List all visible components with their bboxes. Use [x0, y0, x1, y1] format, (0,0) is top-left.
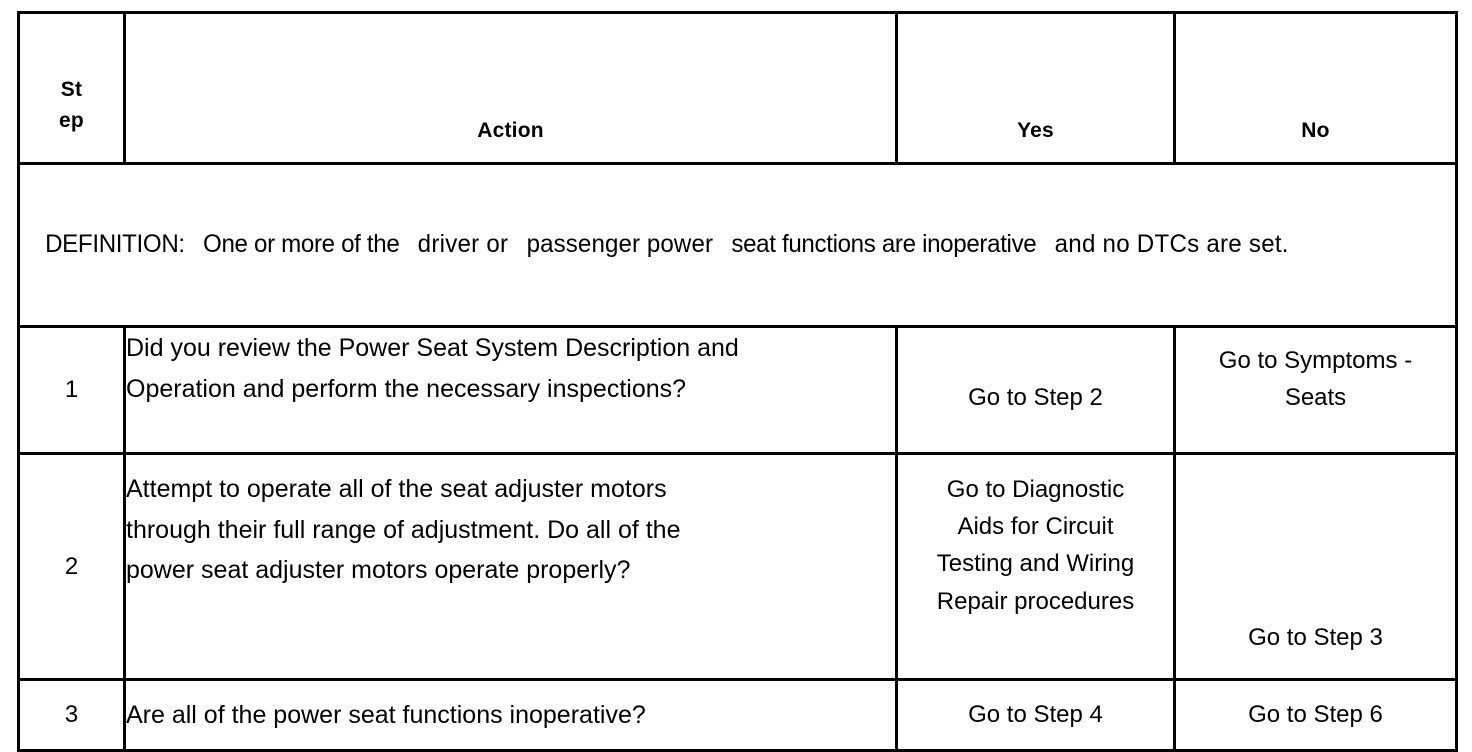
row-yes-line: Aids for Circuit — [957, 513, 1114, 541]
row-no-line: Go to Step 6 — [1248, 701, 1383, 729]
definition-cell: DEFINITION: One or more of the driver or… — [17, 162, 1458, 328]
row-step-number: 2 — [17, 452, 126, 681]
row-action-line: through their full range of adjustment. … — [126, 515, 681, 544]
row-yes-line: Go to Step 2 — [968, 384, 1103, 412]
column-header-action-label: Action — [477, 118, 544, 142]
table-row: 1 Did you review the Power Seat System D… — [17, 325, 1458, 455]
column-header-no-label: No — [1301, 118, 1330, 142]
row-action-line: Are all of the power seat functions inop… — [126, 700, 646, 729]
row-action-text: Attempt to operate all of the seat adjus… — [123, 452, 898, 681]
row-no-line: Go to Step 3 — [1248, 623, 1383, 651]
row-yes-branch: Go to Step 4 — [895, 678, 1176, 752]
definition-segment-4: seat functions are inoperative — [731, 230, 1037, 259]
row-no-branch: Go to Step 6 — [1173, 678, 1458, 752]
row-action-text: Did you review the Power Seat System Des… — [123, 325, 898, 455]
column-header-yes: Yes — [895, 11, 1176, 165]
table-header-row: St ep Action Yes No — [17, 11, 1458, 165]
column-header-yes-label: Yes — [1017, 118, 1054, 142]
row-yes-line: Testing and Wiring — [936, 550, 1135, 578]
column-header-step: St ep — [17, 11, 126, 165]
row-yes-line: Go to Step 4 — [968, 701, 1103, 729]
row-action-line: Operation and perform the necessary insp… — [126, 374, 687, 403]
definition-segment-5: and no DTCs are set. — [1054, 230, 1289, 259]
table-row: 3 Are all of the power seat functions in… — [17, 678, 1458, 752]
row-yes-line: Go to Diagnostic — [946, 476, 1125, 503]
definition-segment-3: passenger power — [526, 230, 714, 259]
row-action-line: Attempt to operate all of the seat adjus… — [126, 475, 667, 503]
row-action-line: Did you review the Power Seat System Des… — [126, 334, 739, 362]
row-no-line: Seats — [1284, 384, 1347, 412]
row-no-line: Go to Symptoms - — [1218, 347, 1413, 374]
table-row: 2 Attempt to operate all of the seat adj… — [17, 452, 1458, 681]
row-yes-line: Repair procedures — [936, 587, 1135, 615]
column-header-step-line2: ep — [59, 108, 84, 132]
row-yes-branch: Go to Step 2 — [895, 325, 1176, 455]
definition-label: DEFINITION: — [45, 230, 185, 259]
row-action-line: power seat adjuster motors operate prope… — [126, 556, 631, 584]
definition-row: DEFINITION: One or more of the driver or… — [17, 162, 1458, 328]
column-header-no: No — [1173, 11, 1458, 165]
row-step-number: 1 — [17, 325, 126, 455]
row-no-branch: Go to Step 3 — [1173, 452, 1458, 681]
column-header-step-line1: St — [60, 78, 83, 102]
column-header-action: Action — [123, 11, 898, 165]
row-no-branch: Go to Symptoms - Seats — [1173, 325, 1458, 455]
definition-text: DEFINITION: One or more of the driver or… — [20, 229, 1405, 260]
row-step-number: 3 — [17, 678, 126, 752]
row-yes-branch: Go to Diagnostic Aids for Circuit Testin… — [895, 452, 1176, 681]
definition-segment-2: driver or — [417, 230, 509, 259]
definition-segment-1: One or more of the — [203, 230, 400, 259]
diagnostic-table: St ep Action Yes No DEFINITION: One or m… — [17, 11, 1458, 752]
row-action-text: Are all of the power seat functions inop… — [123, 678, 898, 752]
